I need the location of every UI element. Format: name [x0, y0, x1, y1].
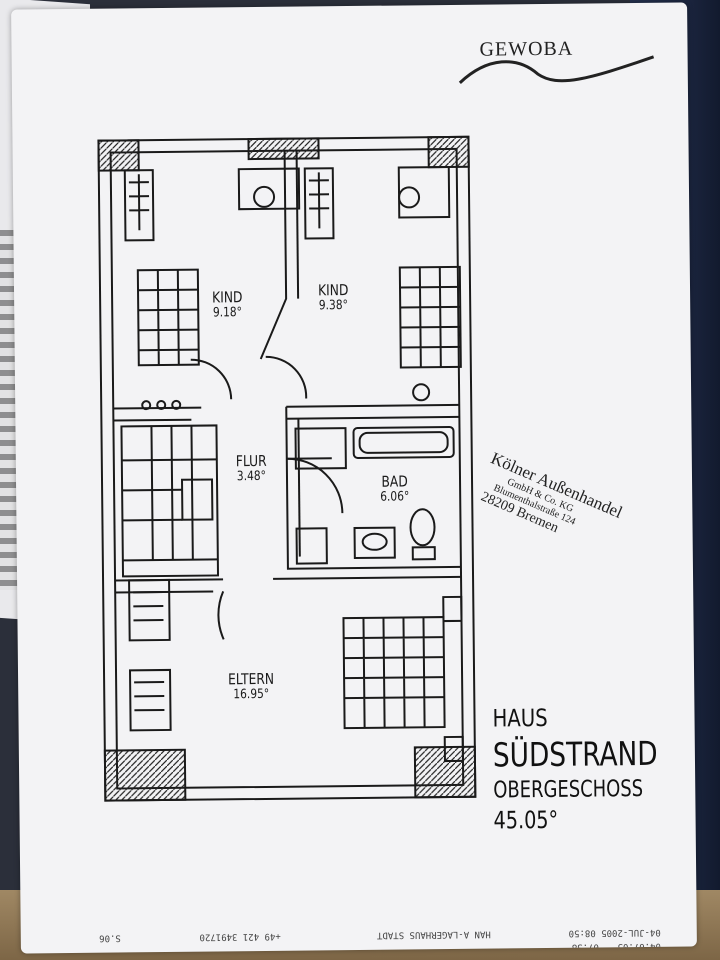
room-name: FLUR — [235, 451, 267, 471]
room-name: KIND — [317, 281, 349, 300]
room-label-kind-1: KIND 9.18° — [212, 288, 243, 320]
room-area: 9.18° — [212, 304, 243, 320]
room-area: 6.06° — [380, 488, 410, 505]
fax-sender: HAN A-LAGERHAUS STADT — [376, 928, 491, 940]
room-area: 16.95° — [233, 686, 270, 702]
logo-swoosh-icon — [458, 55, 655, 84]
fax-timestamp: 04-JUL-2005 08:50 — [568, 926, 661, 938]
room-area: 3.48° — [236, 468, 267, 484]
floor-plan-drawing — [97, 135, 477, 802]
room-name: KIND — [212, 288, 243, 307]
gewoba-logo: GEWOBA — [457, 37, 658, 89]
fax-header: 04.07.05 07:38 04-JUL-2005 08:50 HAN A-L… — [61, 915, 661, 954]
fax-number: +49 421 3491720 — [199, 930, 281, 942]
title-house-name: SÜDSTRAND — [492, 733, 658, 775]
fax-page: S.06 — [99, 932, 121, 943]
company-stamp: Kölner Außenhandel GmbH & Co. KG Blument… — [460, 449, 643, 595]
room-name: BAD — [381, 472, 408, 491]
title-total-area: 45.05° — [493, 805, 559, 835]
title-floor: OBERGESCHOSS — [493, 775, 644, 804]
room-label-kind-2: KIND 9.38° — [317, 281, 349, 313]
floor-plan-sheet: GEWOBA — [11, 2, 697, 954]
room-label-flur: FLUR 3.48° — [235, 451, 267, 484]
title-haus: HAUS — [492, 703, 548, 733]
room-label-bad: BAD 6.06° — [380, 472, 410, 505]
room-area: 9.38° — [318, 297, 348, 313]
plan-title-block: HAUS SÜDSTRAND OBERGESCHOSS 45.05° — [492, 703, 693, 835]
room-name: ELTERN — [228, 669, 275, 689]
room-label-eltern: ELTERN 16.95° — [228, 669, 275, 702]
